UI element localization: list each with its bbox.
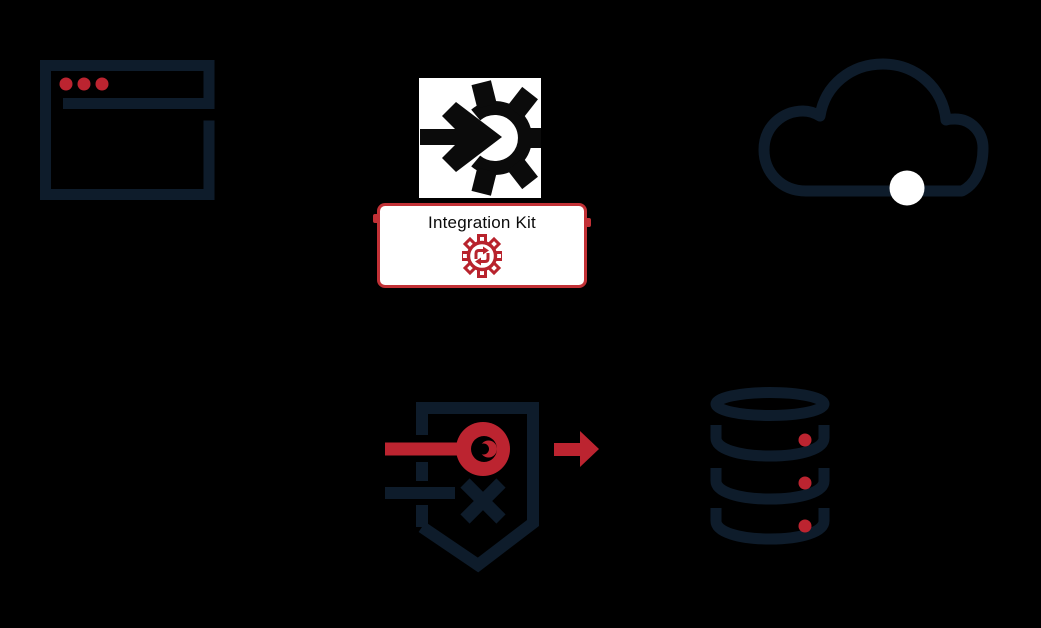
shield-node	[383, 398, 603, 573]
browser-dots-icon	[59, 77, 109, 91]
integration-node	[419, 78, 541, 198]
kit-box-right-nub	[586, 218, 591, 227]
cloud-node-dot-icon	[889, 170, 925, 206]
shield-filter-icon	[385, 402, 599, 573]
browser-window-icon	[40, 60, 215, 200]
allowed-line-ring-icon	[385, 422, 510, 476]
cloud-node	[757, 57, 991, 207]
cloud-icon	[758, 58, 989, 206]
arrow-right-icon	[420, 102, 502, 172]
database-status-dots-icon	[798, 433, 812, 533]
gear-sync-icon	[462, 234, 502, 278]
browser-node	[40, 57, 215, 201]
database-node	[703, 381, 831, 557]
kit-box-left-nub	[373, 214, 378, 223]
integration-kit-box: Integration Kit	[373, 203, 591, 288]
blocked-x-icon	[460, 478, 506, 524]
arrow-into-gear-icon	[419, 78, 541, 198]
integration-kit-label: Integration Kit	[428, 213, 536, 232]
database-icon	[710, 387, 830, 545]
outbound-arrow-icon	[554, 431, 599, 467]
